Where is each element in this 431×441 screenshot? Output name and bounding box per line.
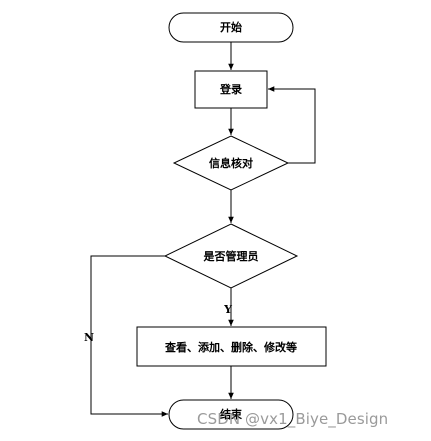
csdn-watermark: CSDN @vx1_Biye_Design bbox=[197, 410, 389, 428]
actions-label: 查看、添加、删除、修改等 bbox=[165, 340, 297, 354]
is-admin-label: 是否管理员 bbox=[203, 249, 259, 263]
start-node: 开始 bbox=[168, 12, 294, 43]
start-label: 开始 bbox=[220, 20, 242, 34]
verify-node: 信息核对 bbox=[172, 135, 290, 191]
edge-verify-login-loop bbox=[268, 86, 316, 164]
end-node: 结束 bbox=[168, 399, 294, 430]
is-admin-node: 是否管理员 bbox=[163, 223, 299, 289]
no-label: N bbox=[84, 331, 94, 344]
verify-label: 信息核对 bbox=[209, 156, 253, 170]
end-label: 结束 bbox=[219, 407, 243, 421]
yes-label: Y bbox=[223, 303, 232, 316]
login-label: 登录 bbox=[219, 82, 242, 96]
login-node: 登录 bbox=[194, 70, 268, 109]
actions-node: 查看、添加、删除、修改等 bbox=[136, 326, 327, 367]
edge-admin-end-no bbox=[90, 255, 168, 417]
